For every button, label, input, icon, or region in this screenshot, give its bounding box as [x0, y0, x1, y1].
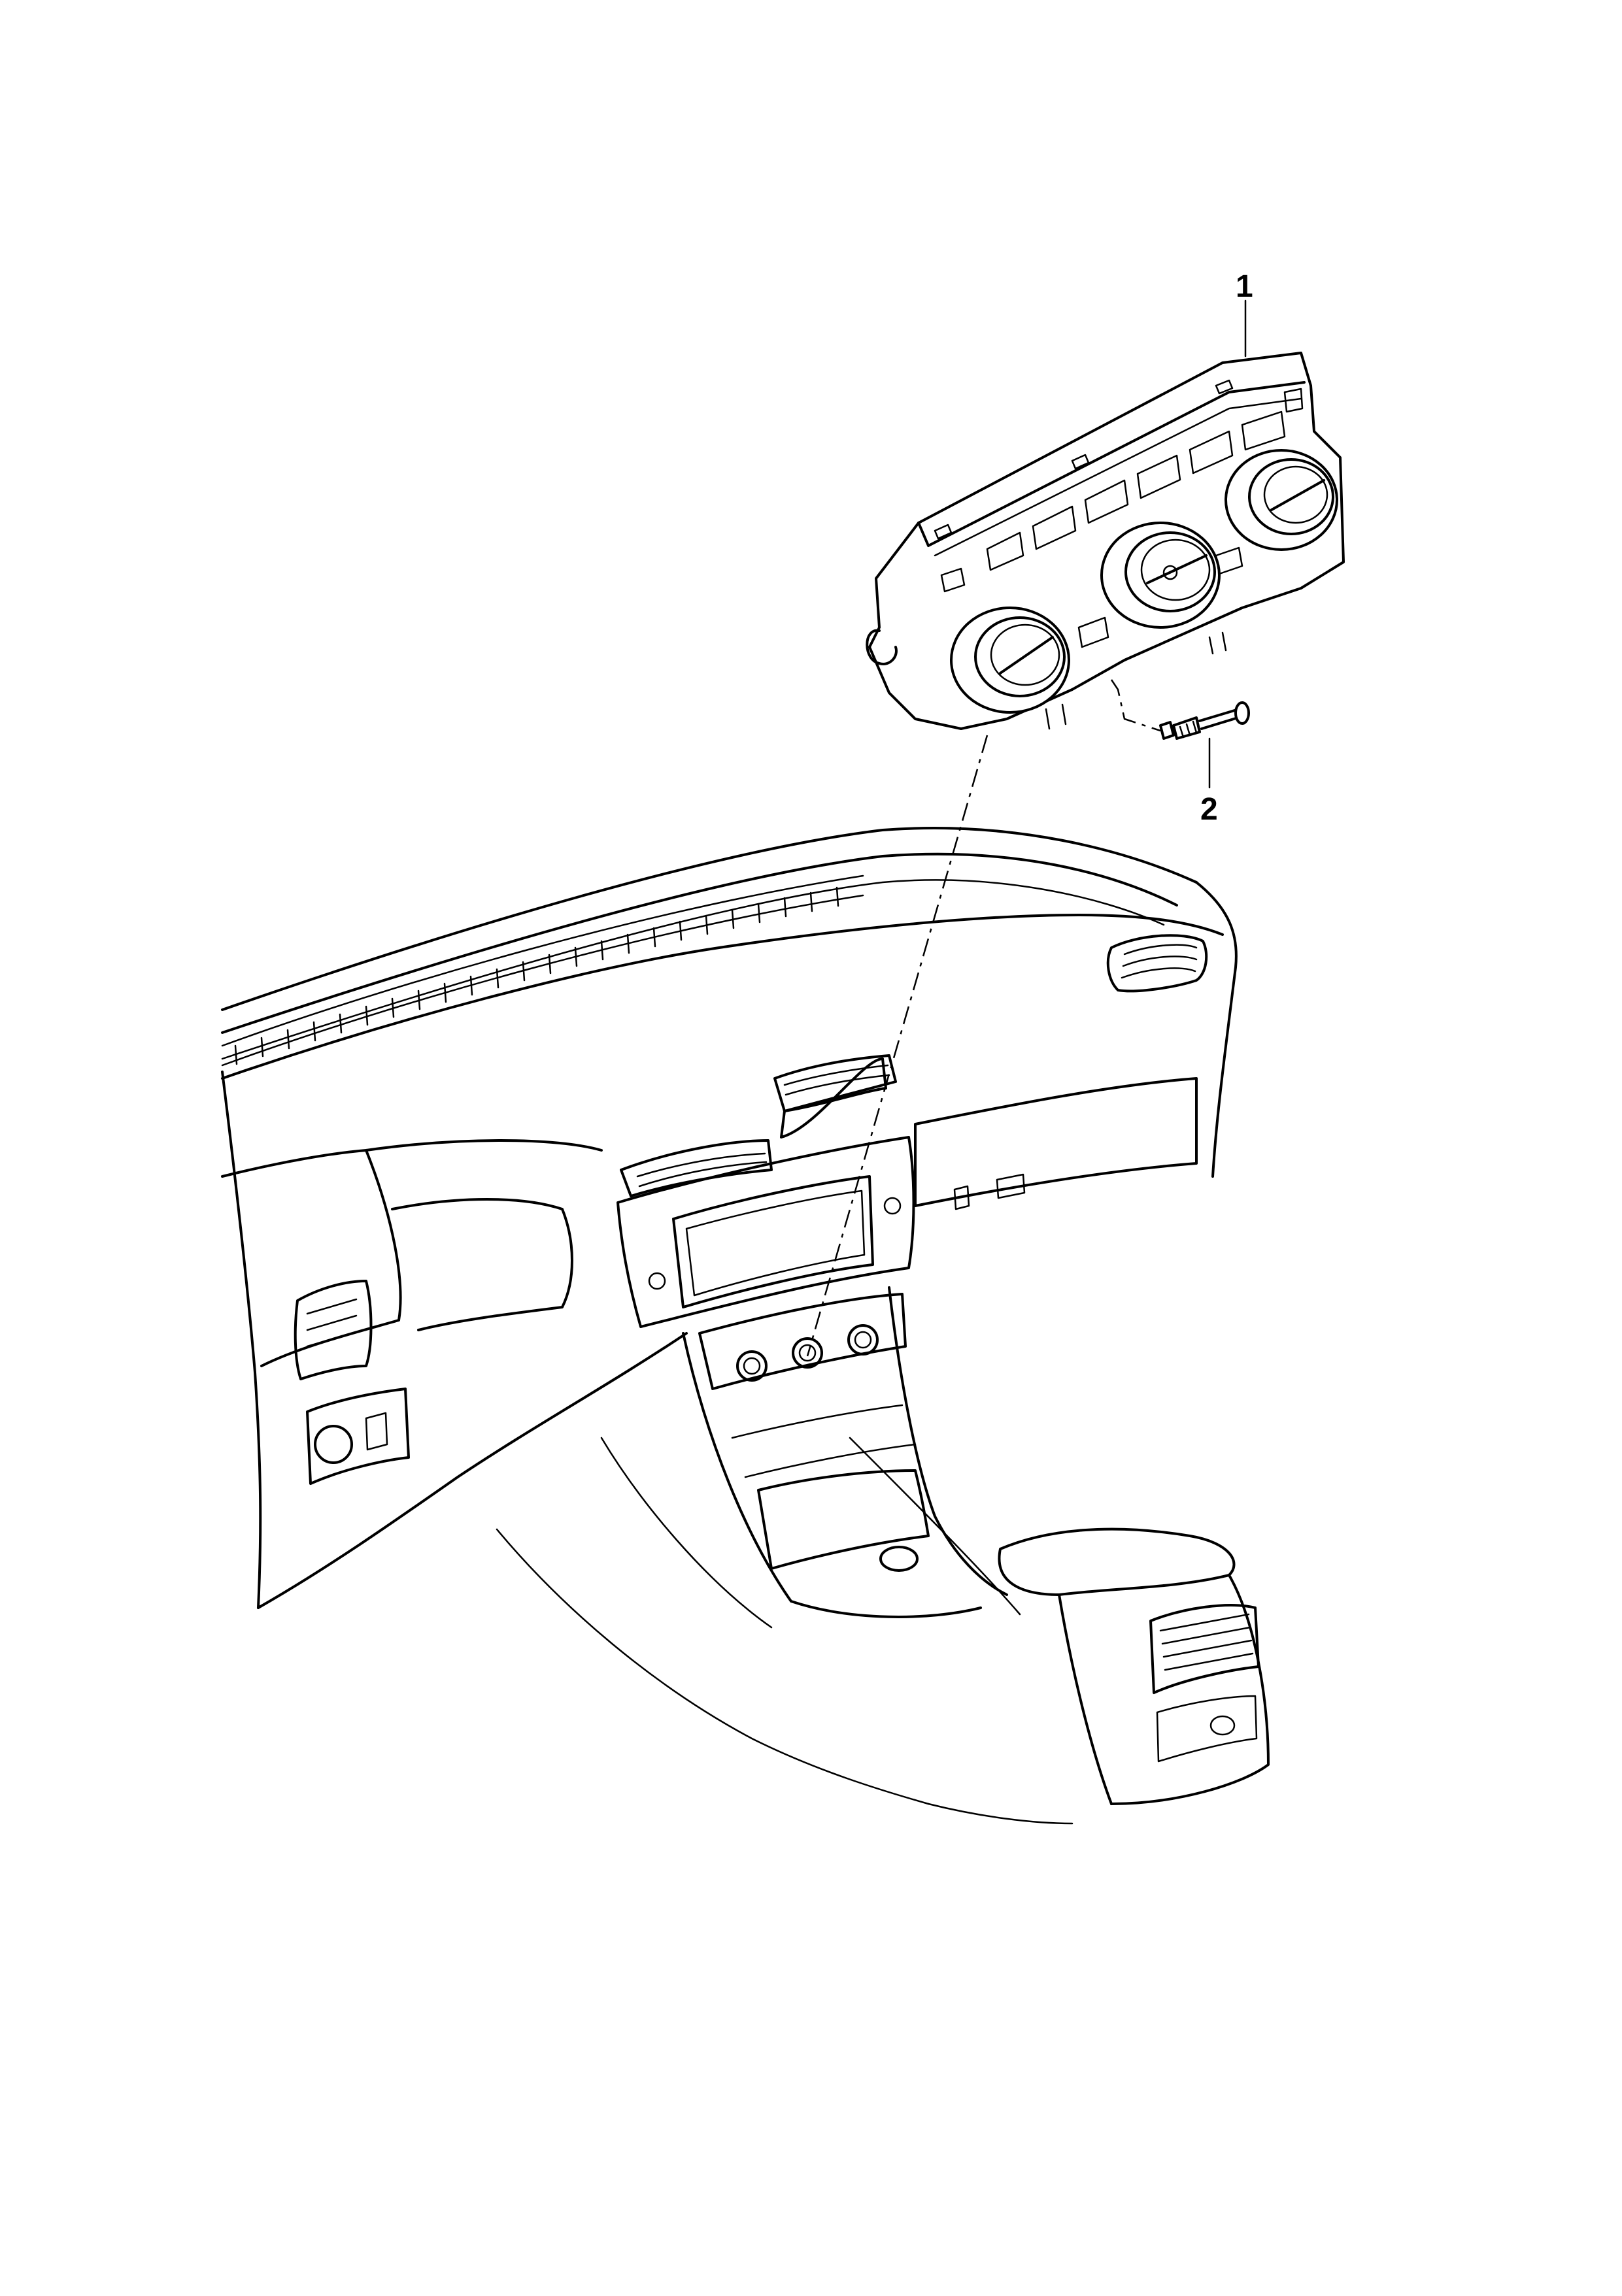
screw [1159, 701, 1250, 740]
dashboard [221, 827, 1270, 1825]
knob-middle [1100, 522, 1221, 629]
assembly-line-screw [1110, 679, 1161, 732]
defrost-grille [221, 874, 864, 1067]
knob-left [950, 607, 1070, 714]
callout-label-1: 1 [1236, 269, 1253, 304]
climate-control-panel [866, 352, 1345, 730]
callout-label-2: 2 [1200, 792, 1218, 827]
assembly-line-panel [806, 735, 988, 1357]
infotainment-screen [648, 1175, 902, 1308]
knob-right [1225, 449, 1338, 551]
